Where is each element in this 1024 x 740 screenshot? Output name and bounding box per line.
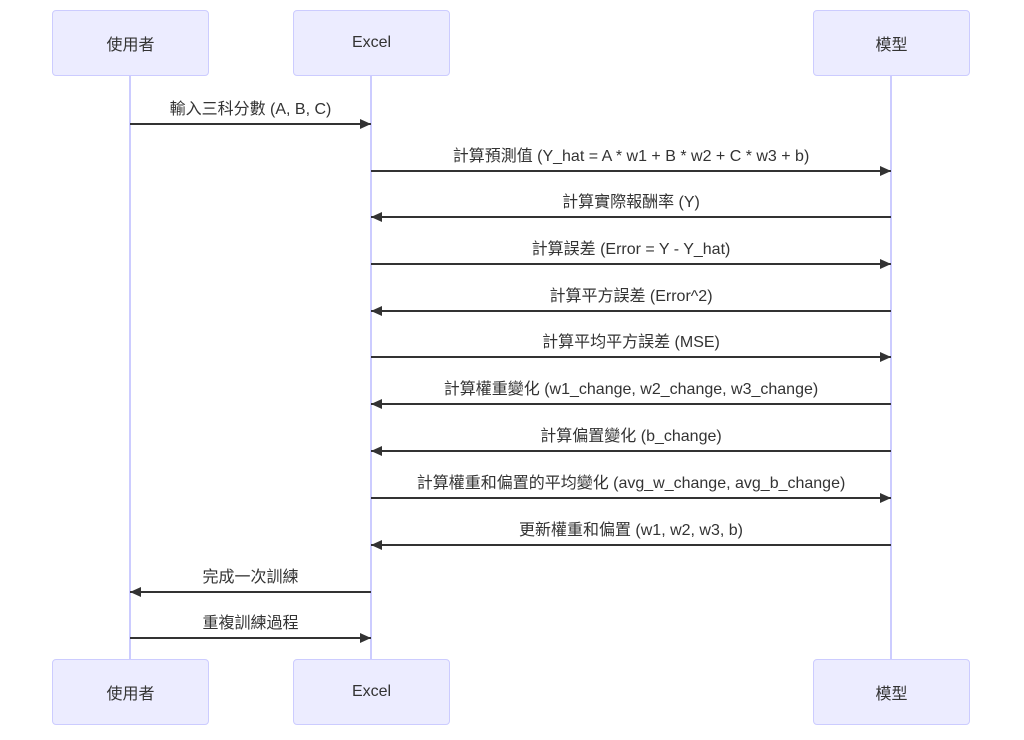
actor-box-user-bottom: 使用者 [52,659,209,725]
arrowhead-left-icon [371,446,382,456]
message-label: 輸入三科分數 (A, B, C) [169,101,332,118]
message-line [371,450,891,452]
message-label: 重複訓練過程 [202,615,299,632]
arrowhead-right-icon [880,493,891,503]
arrowhead-right-icon [360,633,371,643]
message-label: 計算平方誤差 (Error^2) [549,288,713,305]
message: 更新權重和偏置 (w1, w2, w3, b) [371,520,891,550]
arrowhead-right-icon [880,259,891,269]
arrowhead-left-icon [371,212,382,222]
message: 計算誤差 (Error = Y - Y_hat) [371,239,891,269]
actor-label: 使用者 [106,37,155,54]
message: 計算平方誤差 (Error^2) [371,286,891,316]
message-line [371,216,891,218]
lifeline-user [129,76,131,660]
message: 計算權重變化 (w1_change, w2_change, w3_change) [371,379,891,409]
actor-label: Excel [351,34,392,51]
message-line [130,591,371,593]
actor-box-user-top: 使用者 [52,10,209,76]
message-label: 計算平均平方誤差 (MSE) [542,334,720,351]
arrowhead-left-icon [130,587,141,597]
message: 輸入三科分數 (A, B, C) [130,99,371,129]
message-label: 完成一次訓練 [202,569,299,586]
lifeline-excel [370,76,372,660]
actor-box-model-top: 模型 [813,10,970,76]
message-line [371,356,891,358]
arrowhead-right-icon [880,352,891,362]
message-line [371,497,891,499]
arrowhead-left-icon [371,540,382,550]
actor-box-excel-top: Excel [293,10,450,76]
message-line [130,637,371,639]
actor-box-excel-bottom: Excel [293,659,450,725]
actor-label: Excel [351,683,392,700]
message: 重複訓練過程 [130,613,371,643]
message-label: 計算實際報酬率 (Y) [562,194,700,211]
message: 計算平均平方誤差 (MSE) [371,332,891,362]
message-label: 計算權重和偏置的平均變化 (avg_w_change, avg_b_change… [416,475,846,492]
actor-label: 模型 [875,37,908,54]
arrowhead-right-icon [880,166,891,176]
message-label: 計算偏置變化 (b_change) [540,428,722,445]
message-line [371,170,891,172]
arrowhead-right-icon [360,119,371,129]
message-label: 計算誤差 (Error = Y - Y_hat) [531,241,731,258]
actor-box-model-bottom: 模型 [813,659,970,725]
message: 計算權重和偏置的平均變化 (avg_w_change, avg_b_change… [371,473,891,503]
arrowhead-left-icon [371,306,382,316]
message: 計算偏置變化 (b_change) [371,426,891,456]
message-line [130,123,371,125]
actor-label: 模型 [875,686,908,703]
lifeline-model [890,76,892,660]
actor-label: 使用者 [106,686,155,703]
message-label: 更新權重和偏置 (w1, w2, w3, b) [518,522,744,539]
message: 計算預測值 (Y_hat = A * w1 + B * w2 + C * w3 … [371,146,891,176]
message-line [371,403,891,405]
message-line [371,310,891,312]
message-line [371,263,891,265]
message: 計算實際報酬率 (Y) [371,192,891,222]
message: 完成一次訓練 [130,567,371,597]
arrowhead-left-icon [371,399,382,409]
message-label: 計算預測值 (Y_hat = A * w1 + B * w2 + C * w3 … [452,148,810,165]
message-label: 計算權重變化 (w1_change, w2_change, w3_change) [443,381,819,398]
message-line [371,544,891,546]
